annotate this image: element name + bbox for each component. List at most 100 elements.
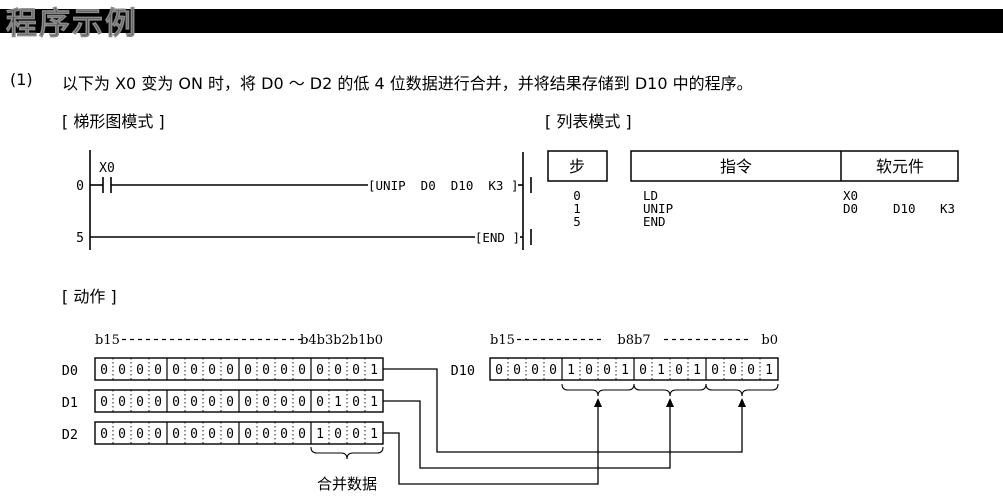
connector-d1-to-b7b4 <box>383 400 671 469</box>
bit-value: 0 <box>675 363 683 378</box>
bit-value: 0 <box>154 427 162 442</box>
main-header-box <box>630 150 959 182</box>
result-brace-b7-b4 <box>633 383 707 397</box>
row-step: 1 <box>573 201 581 216</box>
bit-value: 0 <box>639 363 647 378</box>
row-device: K3 <box>940 201 955 216</box>
rung0-step-number: 0 <box>76 179 84 194</box>
bit-value: 0 <box>262 395 270 410</box>
bit-value: 0 <box>226 427 234 442</box>
bit-value: 1 <box>334 395 342 410</box>
step-header: 步 <box>569 157 585 176</box>
row-instruction: LD <box>643 188 658 203</box>
connector-arrowheads <box>594 398 746 407</box>
bit-value: 1 <box>316 427 324 442</box>
merge-data-label: 合并数据 <box>317 475 377 493</box>
merge-brace-d2 <box>310 446 384 460</box>
arrow-up-icon <box>594 398 602 407</box>
device-header: 软元件 <box>876 157 924 176</box>
bit-value: 0 <box>298 363 306 378</box>
bit-value: 1 <box>693 363 701 378</box>
bit-value: 0 <box>729 363 737 378</box>
bit-value: 0 <box>352 395 360 410</box>
bit-value: 0 <box>226 395 234 410</box>
bit-value: 1 <box>621 363 629 378</box>
result-brace-b11-b8 <box>561 383 635 397</box>
list-table-frame <box>547 150 959 182</box>
bit-value: 0 <box>244 427 252 442</box>
bit-value: 0 <box>549 363 557 378</box>
list-mode-label: [ 列表模式 ] <box>545 112 632 131</box>
bit-value: 0 <box>208 363 216 378</box>
bit-value: 0 <box>100 395 108 410</box>
action-mode-label: [ 动作 ] <box>62 287 117 306</box>
row-step: 0 <box>573 188 581 203</box>
ladder-lines <box>89 150 532 250</box>
bit-value: 0 <box>262 427 270 442</box>
bit-value: 0 <box>100 427 108 442</box>
left-axis-b15: b15 <box>95 333 120 348</box>
bit-value: 0 <box>262 363 270 378</box>
row-device: D0 <box>843 201 858 216</box>
bit-value: 0 <box>298 427 306 442</box>
page-title: 程序示例 <box>6 6 138 43</box>
register-label-d2: D2 <box>62 427 78 443</box>
bit-value: 0 <box>531 363 539 378</box>
bit-value: 0 <box>136 395 144 410</box>
bit-value: 0 <box>316 363 324 378</box>
section-title-bar <box>0 9 1003 33</box>
intro-number: (1) <box>10 70 33 89</box>
row-step: 5 <box>573 214 581 229</box>
braces <box>310 383 779 460</box>
arrow-up-icon <box>738 398 746 407</box>
ladder-diagram: 0 X0 [UNIP D0 D10 K3 ] 5 [END ] <box>76 150 532 250</box>
register-label-d0: D0 <box>62 363 78 379</box>
arrow-up-icon <box>666 398 674 407</box>
bit-axis-labels: b15 b4b3b2b1b0 b15 b8b7 b0 <box>95 333 778 348</box>
bit-value: 0 <box>118 395 126 410</box>
bit-value: 0 <box>172 395 180 410</box>
bit-value: 0 <box>136 363 144 378</box>
right-axis-b8b7: b8b7 <box>617 333 650 348</box>
bit-value: 0 <box>172 427 180 442</box>
rung5-step-number: 5 <box>76 231 84 246</box>
bit-value: 0 <box>334 427 342 442</box>
bit-value: 0 <box>747 363 755 378</box>
bit-value: 0 <box>352 427 360 442</box>
bit-value: 1 <box>370 363 378 378</box>
bit-value: 0 <box>495 363 503 378</box>
row-instruction: END <box>643 214 666 229</box>
bit-value: 0 <box>244 363 252 378</box>
bit-value: 0 <box>172 363 180 378</box>
bit-value: 0 <box>154 363 162 378</box>
left-axis-b4b0: b4b3b2b1b0 <box>300 333 383 348</box>
bit-value: 0 <box>585 363 593 378</box>
bit-value: 0 <box>711 363 719 378</box>
ladder-mode-label: [ 梯形图模式 ] <box>62 112 165 131</box>
bit-value: 0 <box>154 395 162 410</box>
bit-diagram: b15 b4b3b2b1b0 b15 b8b7 b0 D0 D1 D2 D10 … <box>62 333 779 493</box>
connector-d0-to-b3b0 <box>383 368 743 453</box>
bit-value: 0 <box>603 363 611 378</box>
bit-value: 0 <box>513 363 521 378</box>
bit-value: 0 <box>100 363 108 378</box>
right-axis-b15: b15 <box>490 333 515 348</box>
bit-value: 0 <box>316 395 324 410</box>
bit-value: 0 <box>190 363 198 378</box>
bit-value: 0 <box>136 427 144 442</box>
row-device: X0 <box>843 188 858 203</box>
bit-value: 1 <box>657 363 665 378</box>
bit-value: 0 <box>298 395 306 410</box>
bit-value: 0 <box>190 395 198 410</box>
bit-value: 0 <box>190 427 198 442</box>
row-device: D10 <box>893 201 916 216</box>
bit-value: 1 <box>370 427 378 442</box>
bit-value: 0 <box>118 427 126 442</box>
intro-paragraph: (1) 以下为 X0 变为 ON 时，将 D0 ～ D2 的低 4 位数据进行合… <box>10 70 753 94</box>
